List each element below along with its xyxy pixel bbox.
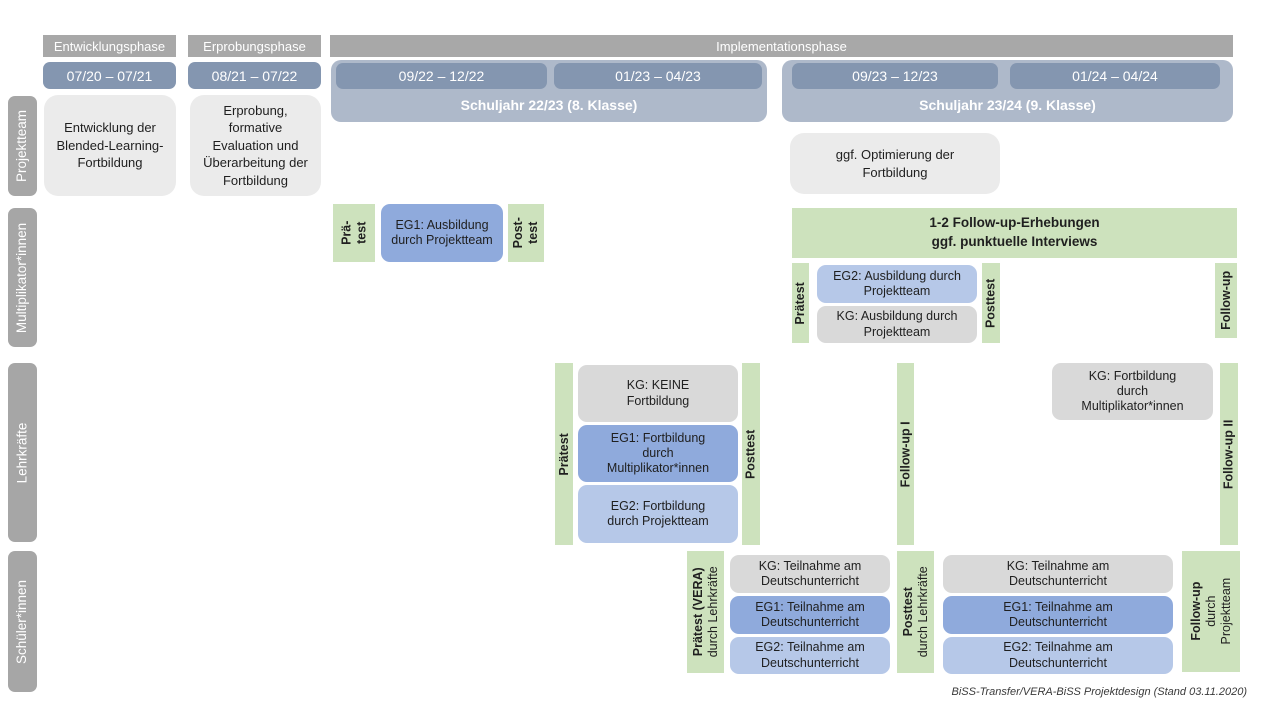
posttest-bar-lehrkraefte: Posttest xyxy=(742,363,760,545)
box-eg2-ausbildung: EG2: Ausbildung durch Projektteam xyxy=(817,265,977,303)
row-label-lehrkraefte: Lehrkräfte xyxy=(8,363,37,542)
praetest-line2: test xyxy=(353,221,368,245)
box-text: KG: Ausbildung durch Projektteam xyxy=(836,309,958,339)
box-eg2-teilnahme-1: EG2: Teilnahme am Deutschunterricht xyxy=(730,637,890,674)
box-text: KG: Teilnahme am Deutschunterricht xyxy=(1006,558,1110,588)
followup-box-line2: ggf. punktuelle Interviews xyxy=(931,234,1098,249)
period-label: 01/23 – 04/23 xyxy=(615,68,701,84)
posttest-bar-multiplikatoren: Post- test xyxy=(508,204,544,262)
period-label: 07/20 – 07/21 xyxy=(66,67,153,84)
praetest-vera-sub: durch Lehrkräfte xyxy=(705,566,720,658)
box-kg-keine-fortbildung: KG: KEINE Fortbildung xyxy=(578,365,738,422)
phase-header-erprobungsphase: Erprobungsphase xyxy=(188,35,321,57)
followup-sub1: durch xyxy=(1203,595,1218,628)
followup-label: Follow-up xyxy=(1218,270,1233,331)
schuljahr-label: Schuljahr 22/23 (8. Klasse) xyxy=(460,97,638,113)
period-09-23-12-23: 09/23 – 12/23 xyxy=(792,63,998,89)
posttest-line1: Post- xyxy=(511,217,526,249)
phase-header-entwicklungsphase: Entwicklungsphase xyxy=(43,35,176,57)
posttest-bar-schueler: Posttest durch Lehrkräfte xyxy=(897,551,934,673)
period-label: 01/24 – 04/24 xyxy=(1072,68,1158,84)
followup-box-line1: 1-2 Follow-up-Erhebungen xyxy=(929,215,1100,231)
posttest-sub: durch Lehrkräfte xyxy=(915,566,930,658)
praetest-bar-lehrkraefte: Prätest xyxy=(555,363,573,545)
box-text: EG2: Ausbildung durch Projektteam xyxy=(833,268,961,298)
row-label-text: Schüler*innen xyxy=(14,579,30,664)
box-eg2-fortbildung: EG2: Fortbildung durch Projektteam xyxy=(578,485,738,543)
row-label-multiplikatoren: Multiplikator*innen xyxy=(8,208,37,347)
followup-bar-schueler: Follow-up durch Projektteam xyxy=(1182,551,1240,672)
followup-sub2: Projektteam xyxy=(1218,578,1233,645)
box-eg2-teilnahme-2: EG2: Teilnahme am Deutschunterricht xyxy=(943,637,1173,674)
phase-header-implementationsphase: Implementationsphase xyxy=(330,35,1233,57)
followup2-label: Follow-up II xyxy=(1221,419,1236,489)
phase-label: Erprobungsphase xyxy=(203,38,306,54)
box-followup-erhebungen: 1-2 Follow-up-Erhebungen ggf. punktuelle… xyxy=(792,208,1237,258)
box-eg1-fortbildung: EG1: Fortbildung durch Multiplikator*inn… xyxy=(578,425,738,482)
followup2-bar-lehrkraefte: Follow-up II xyxy=(1220,363,1238,545)
schuljahr-label: Schuljahr 23/24 (9. Klasse) xyxy=(919,97,1096,113)
posttest-label: Posttest xyxy=(743,429,758,479)
box-text: EG1: Fortbildung durch Multiplikator*inn… xyxy=(606,430,710,476)
posttest-bar-multiplikatoren-2: Posttest xyxy=(982,263,1000,343)
box-optimierung-fortbildung: ggf. Optimierung der Fortbildung xyxy=(790,133,1000,194)
followup1-label: Follow-up I xyxy=(898,421,913,487)
period-01-24-04-24: 01/24 – 04/24 xyxy=(1010,63,1220,89)
praetest-line1: Prä- xyxy=(339,220,354,246)
phase-label: Implementationsphase xyxy=(716,38,847,54)
box-kg-teilnahme-1: KG: Teilnahme am Deutschunterricht xyxy=(730,555,890,593)
box-text: EG1: Teilnahme am Deutschunterricht xyxy=(755,599,865,629)
praetest-bar-multiplikatoren-2: Prätest xyxy=(792,263,809,343)
period-07-20-07-21: 07/20 – 07/21 xyxy=(43,62,176,89)
box-text: EG2: Teilnahme am Deutschunterricht xyxy=(755,640,865,670)
box-kg-teilnahme-2: KG: Teilnahme am Deutschunterricht xyxy=(943,555,1173,593)
period-09-22-12-22: 09/22 – 12/22 xyxy=(336,63,547,89)
period-01-23-04-23: 01/23 – 04/23 xyxy=(554,63,762,89)
period-08-21-07-22: 08/21 – 07/22 xyxy=(188,62,321,89)
praetest-label: Prätest xyxy=(793,281,808,325)
period-label: 08/21 – 07/22 xyxy=(211,67,298,84)
followup1-bar-lehrkraefte: Follow-up I xyxy=(897,363,914,545)
box-text: KG: Fortbildung durch Multiplikator*inne… xyxy=(1081,368,1184,414)
phase-label: Entwicklungsphase xyxy=(53,38,166,54)
row-label-text: Projektteam xyxy=(14,109,30,183)
slide-caption: BiSS-Transfer/VERA-BiSS Projektdesign (S… xyxy=(951,686,1247,698)
box-text: EG2: Fortbildung durch Projektteam xyxy=(607,498,709,528)
praetest-vera-bar-schueler: Prätest (VERA) durch Lehrkräfte xyxy=(687,551,724,673)
praetest-label: Prätest xyxy=(556,432,571,476)
box-kg-ausbildung: KG: Ausbildung durch Projektteam xyxy=(817,306,977,343)
box-entwicklung-fortbildung: Entwicklung der Blended-Learning-Fortbil… xyxy=(44,95,176,196)
posttest-label: Posttest xyxy=(900,587,915,637)
box-erprobung-evaluation: Erprobung, formative Evaluation und Über… xyxy=(190,95,321,196)
followup-bar-multiplikatoren: Follow-up xyxy=(1215,263,1237,338)
praetest-bar-multiplikatoren: Prä- test xyxy=(333,204,375,262)
posttest-label: Posttest xyxy=(983,278,998,328)
box-text: EG1: Teilnahme am Deutschunterricht xyxy=(1003,599,1113,629)
box-eg1-ausbildung: EG1: Ausbildung durch Projektteam xyxy=(381,204,503,262)
period-label: 09/22 – 12/22 xyxy=(398,68,485,84)
box-text: ggf. Optimierung der Fortbildung xyxy=(835,146,955,180)
box-kg-fortbildung-multiplikatoren: KG: Fortbildung durch Multiplikator*inne… xyxy=(1052,363,1213,420)
row-label-schueler: Schüler*innen xyxy=(8,551,37,692)
box-eg1-teilnahme-1: EG1: Teilnahme am Deutschunterricht xyxy=(730,596,890,634)
box-eg1-teilnahme-2: EG1: Teilnahme am Deutschunterricht xyxy=(943,596,1173,634)
row-label-text: Lehrkräfte xyxy=(14,422,30,483)
posttest-line2: test xyxy=(526,221,540,245)
row-label-text: Multiplikator*innen xyxy=(14,222,30,333)
box-text: EG2: Teilnahme am Deutschunterricht xyxy=(1003,640,1113,670)
praetest-vera-label: Prätest (VERA) xyxy=(690,567,705,657)
box-text: KG: KEINE Fortbildung xyxy=(626,378,690,408)
box-text: Entwicklung der Blended-Learning-Fortbil… xyxy=(56,120,164,171)
followup-label: Follow-up xyxy=(1188,581,1203,642)
box-text: KG: Teilnahme am Deutschunterricht xyxy=(758,558,862,588)
box-text: Erprobung, formative Evaluation und Über… xyxy=(203,102,308,188)
period-label: 09/23 – 12/23 xyxy=(852,68,938,84)
box-text: EG1: Ausbildung durch Projektteam xyxy=(391,217,493,247)
row-label-projektteam: Projektteam xyxy=(8,96,37,196)
